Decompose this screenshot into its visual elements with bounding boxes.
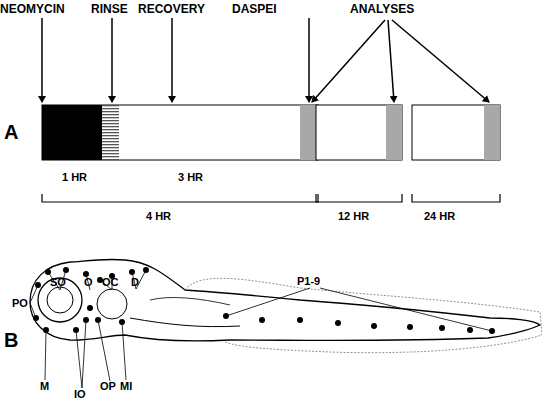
duration-label: 4 HR — [146, 211, 171, 222]
organ-label: MI — [120, 381, 132, 392]
duration-brackets — [42, 194, 500, 202]
pointer-arrows — [42, 18, 489, 102]
duration-label: 24 HR — [424, 211, 455, 222]
step-label: RECOVERY — [138, 3, 205, 15]
organ-label: D — [131, 277, 139, 288]
duration-label: 12 HR — [338, 211, 369, 222]
step-label: NEOMYCIN — [0, 3, 65, 15]
organ-label: IO — [74, 389, 86, 400]
organ-label: SO — [50, 277, 66, 288]
panel-letter: B — [4, 330, 18, 350]
organ-label: PO — [12, 298, 28, 309]
leader-lines — [30, 270, 492, 388]
step-label: RINSE — [91, 3, 128, 15]
step-label: DASPEI — [232, 3, 277, 15]
larva-outline — [30, 259, 542, 352]
organ-label: OC — [102, 277, 119, 288]
neuromast-dots — [33, 267, 495, 334]
panel-letter: A — [4, 122, 18, 142]
organ-label: M — [40, 381, 49, 392]
step-label: ANALYSES — [350, 3, 414, 15]
duration-label: 1 HR — [62, 172, 87, 183]
organ-label: P1-9 — [297, 276, 320, 287]
timeline-bars — [42, 105, 500, 160]
duration-label: 3 HR — [178, 172, 203, 183]
organ-label: OP — [100, 381, 116, 392]
organ-label: O — [84, 277, 93, 288]
